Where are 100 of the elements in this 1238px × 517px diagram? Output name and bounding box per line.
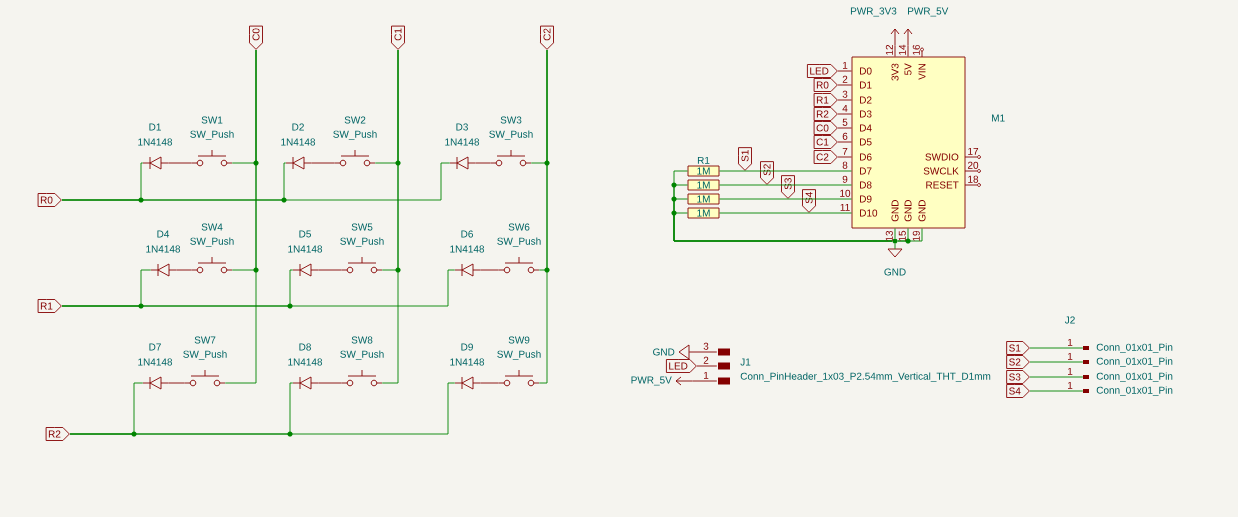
wire [837, 127, 852, 129]
wire [837, 99, 852, 101]
reference-label: J1 [740, 358, 751, 366]
net-label: S3 [781, 175, 795, 199]
net-label: C1 [391, 25, 405, 50]
value-label: 1N4148 [281, 138, 316, 146]
value-label: 1N4148 [288, 245, 323, 253]
pin-number: 6 [842, 132, 848, 140]
wire [167, 162, 193, 164]
pin-number: 16 [912, 44, 920, 55]
reference-label: D6 [461, 230, 473, 238]
pin-number: 8 [842, 161, 848, 169]
pin-name: SWDIO [925, 153, 959, 161]
power-label: PWR_5V [908, 7, 949, 17]
power-label: GND [653, 348, 675, 356]
value-label: 1N4148 [288, 358, 323, 366]
wire [224, 49, 257, 384]
wire [317, 269, 343, 271]
wire [479, 269, 500, 271]
reference-label: SW1 [201, 116, 223, 124]
pin-name: D0 [860, 67, 872, 75]
value-label: SW_Push [489, 130, 533, 140]
pin-name: D5 [860, 138, 872, 146]
pin-name: D1 [860, 81, 872, 89]
pin-number: 1 [1068, 338, 1073, 346]
pin-number: 1 [1068, 381, 1073, 389]
wire [719, 212, 852, 214]
wire [317, 382, 343, 384]
value-label: 1N4148 [445, 138, 480, 146]
reference-label: D9 [461, 343, 473, 351]
value-label: 1N4148 [146, 245, 181, 253]
wire [837, 113, 852, 115]
wire [894, 243, 896, 250]
wire [69, 382, 456, 435]
pin-name: D7 [860, 167, 872, 175]
net-label: S3 [1006, 370, 1030, 384]
wire [719, 170, 852, 172]
reference-label: SW4 [201, 223, 223, 231]
wire [696, 365, 718, 367]
reference-label: SW2 [344, 116, 366, 124]
pin-name: D2 [860, 96, 872, 104]
pin-number: 1 [1068, 367, 1073, 375]
wire [719, 198, 852, 200]
pin-name: 5V [904, 63, 912, 76]
net-label: C1 [813, 135, 838, 149]
wire [1029, 390, 1084, 392]
net-label: LED [665, 359, 697, 373]
power-label: PWR_5V [631, 376, 672, 386]
reference-label: SW3 [500, 116, 522, 124]
power-label: PWR_3V3 [850, 7, 897, 17]
pin-name: D10 [860, 209, 878, 217]
pin-number: 12 [885, 44, 893, 55]
pin-name: GND [918, 200, 926, 222]
net-label: R2 [45, 427, 70, 441]
value-label: SW_Push [497, 237, 541, 247]
reference-label: SW6 [508, 223, 530, 231]
wire [479, 382, 500, 384]
pin-number: 7 [842, 147, 848, 155]
power-label: GND [884, 268, 906, 276]
reference-label: R1 [697, 156, 710, 164]
pin-number: 2 [842, 75, 848, 83]
value-label: SW_Push [190, 130, 234, 140]
reference-label: D2 [292, 123, 304, 131]
pin-number: 1 [843, 61, 848, 69]
reference-label: D8 [299, 343, 311, 351]
pin-number: 15 [898, 230, 906, 241]
pin-name: SWCLK [923, 167, 959, 175]
wire [1029, 347, 1084, 349]
pin-name: RESET [926, 181, 959, 189]
reference-label: D1 [149, 123, 161, 131]
pin-name: D4 [860, 124, 872, 132]
reference-label: J2 [1064, 316, 1075, 324]
wire [61, 269, 456, 307]
pin-number: 1 [704, 371, 709, 379]
net-label: S4 [1006, 384, 1030, 398]
reference-label: SW7 [194, 336, 216, 344]
pin-number: 11 [840, 203, 850, 211]
net-label: S1 [1006, 341, 1030, 355]
reference-label: D3 [456, 123, 468, 131]
value-label: SW_Push [183, 350, 227, 360]
value-label: 1N4148 [138, 358, 173, 366]
wire [175, 269, 193, 271]
wire [61, 162, 451, 201]
wire [894, 228, 896, 239]
pin-number: 2 [703, 356, 709, 364]
value-label: Conn_01x01_Pin [1096, 372, 1173, 382]
net-label: C0 [813, 121, 838, 135]
pin-name: 3V3 [891, 63, 899, 81]
pin-number: 10 [840, 189, 851, 197]
wire [719, 184, 852, 186]
value-label: SW_Push [333, 130, 377, 140]
pin-number: 3 [703, 342, 709, 350]
reference-label: D7 [149, 343, 161, 351]
value-label: 1N4148 [450, 358, 485, 366]
pin-name: D8 [860, 181, 872, 189]
wire [837, 141, 852, 143]
pin-number: 5 [842, 118, 848, 126]
wire [691, 380, 718, 382]
wire [894, 44, 896, 57]
net-label: R0 [37, 193, 62, 207]
